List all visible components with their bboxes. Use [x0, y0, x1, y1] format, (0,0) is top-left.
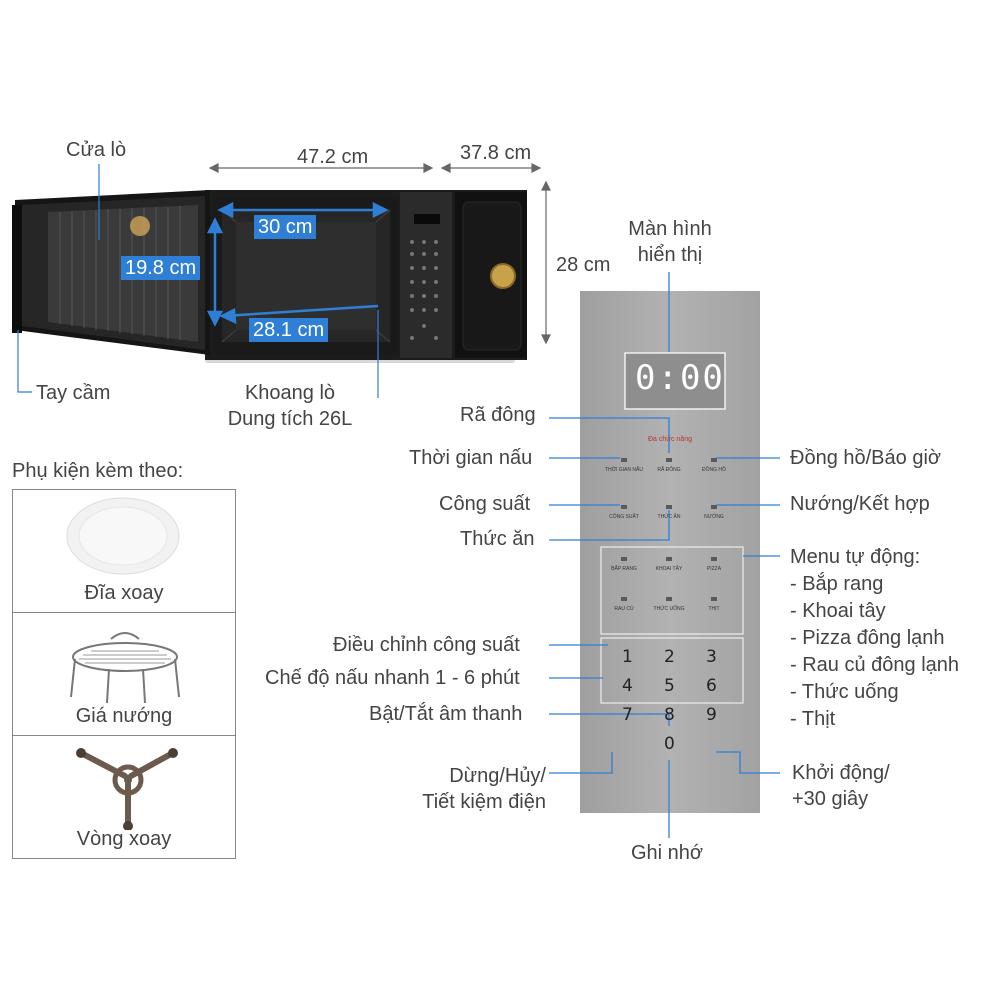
accessory-label: Vòng xoay [76, 828, 172, 850]
power-label: Công suất [439, 493, 531, 515]
pizza-button[interactable]: PIZZA [706, 566, 722, 572]
cavity-depth-dimension: 28.1 cm [249, 318, 329, 342]
door-handle [12, 205, 22, 333]
auto-menu-item: - Bắp rang [790, 573, 884, 595]
keypad-key-4[interactable]: 4 [622, 676, 633, 696]
display-readout: 0:00 [635, 358, 725, 398]
turntable-plate-icon [66, 497, 180, 575]
keypad-key-9[interactable]: 9 [706, 705, 717, 725]
handle-label: Tay cầm [36, 382, 111, 404]
display-label-line1: Màn hình [628, 218, 712, 240]
cook-time-button[interactable]: THỜI GIAN NẤU [605, 467, 643, 473]
panel-header: Đa chức năng [648, 436, 692, 443]
accessory-item-plate: Đĩa xoay [12, 489, 236, 613]
grill-button[interactable]: NƯỚNG [704, 514, 724, 520]
auto-menu-item: - Pizza đông lạnh [790, 627, 945, 649]
power-adjust-label: Điều chỉnh công suất [333, 634, 520, 656]
meat-button[interactable]: THỊT [708, 606, 720, 612]
clock-label: Đồng hồ/Báo giờ [790, 447, 941, 469]
cavity-label: Khoang lò Dung tích 26L [215, 380, 365, 432]
grill-label: Nướng/Kết hợp [790, 493, 930, 515]
height-dimension: 28 cm [556, 254, 611, 276]
auto-menu-item: - Khoai tây [790, 600, 886, 622]
cavity-height-dimension: 19.8 cm [121, 256, 201, 280]
stop-label-line1: Dừng/Hủy/ [449, 765, 546, 787]
auto-menu-list: - Bắp rang - Khoai tây - Pizza đông lạnh… [790, 571, 959, 733]
keypad-key-3[interactable]: 3 [706, 647, 717, 667]
beverage-button[interactable]: THỨC UỐNG [653, 606, 685, 612]
keypad-key-6[interactable]: 6 [706, 676, 717, 696]
auto-menu-item: - Thịt [790, 708, 836, 730]
food-label: Thức ăn [460, 528, 535, 550]
quick-cook-label: Chế độ nấu nhanh 1 - 6 phút [265, 667, 520, 689]
power-button[interactable]: CÔNG SUẤT [609, 514, 639, 520]
auto-menu-title: Menu tự động: [790, 546, 921, 568]
accessory-label: Giá nướng [75, 705, 173, 727]
cavity-label-line1: Khoang lò [244, 382, 336, 404]
vegetable-button[interactable]: RAU CỦ [614, 606, 634, 612]
popcorn-button[interactable]: BẮP RANG [611, 566, 637, 572]
start-label: Khởi động/ +30 giây [792, 760, 890, 812]
keypad-key-8[interactable]: 8 [664, 705, 675, 725]
potato-button[interactable]: KHOAI TÂY [655, 566, 683, 572]
display-label-line2: hiển thị [637, 244, 703, 266]
cook-time-label: Thời gian nấu [409, 447, 533, 469]
stop-label-line2: Tiết kiệm điện [422, 791, 546, 813]
food-button[interactable]: THỨC ĂN [657, 514, 681, 520]
accessory-label: Đĩa xoay [84, 582, 164, 604]
display-label: Màn hình hiển thị [620, 216, 720, 268]
accessories-title: Phụ kiện kèm theo: [12, 460, 184, 482]
brand-badge-icon [490, 263, 516, 289]
keypad-key-0[interactable]: 0 [664, 734, 675, 754]
clock-button[interactable]: ĐỒNG HỒ [702, 467, 726, 473]
keypad-key-1[interactable]: 1 [622, 647, 633, 667]
memory-label: Ghi nhớ [631, 842, 704, 864]
cavity-label-line2: Dung tích 26L [227, 408, 353, 430]
depth-dimension: 37.8 cm [460, 142, 532, 164]
door-label: Cửa lò [66, 139, 127, 161]
start-label-line1: Khởi động/ [792, 762, 890, 784]
keypad-key-5[interactable]: 5 [664, 676, 675, 696]
cavity-width-dimension: 30 cm [254, 215, 317, 239]
display-window [624, 352, 726, 410]
start-label-line2: +30 giây [792, 788, 869, 810]
grill-rack-icon [70, 632, 180, 704]
sound-label: Bật/Tắt âm thanh [369, 703, 523, 725]
keypad-key-2[interactable]: 2 [664, 647, 675, 667]
accessory-item-rack: Giá nướng [12, 612, 236, 736]
accessory-item-ring: Vòng xoay [12, 735, 236, 859]
keypad-key-7[interactable]: 7 [622, 705, 633, 725]
auto-menu-item: - Rau củ đông lạnh [790, 654, 960, 676]
roller-ring-icon [76, 748, 178, 830]
stop-label: Dừng/Hủy/ Tiết kiệm điện [400, 763, 546, 815]
auto-menu-item: - Thức uống [790, 681, 899, 703]
width-dimension: 47.2 cm [297, 146, 369, 168]
defrost-button[interactable]: RÃ ĐÔNG [657, 467, 681, 473]
defrost-label: Rã đông [460, 404, 536, 426]
